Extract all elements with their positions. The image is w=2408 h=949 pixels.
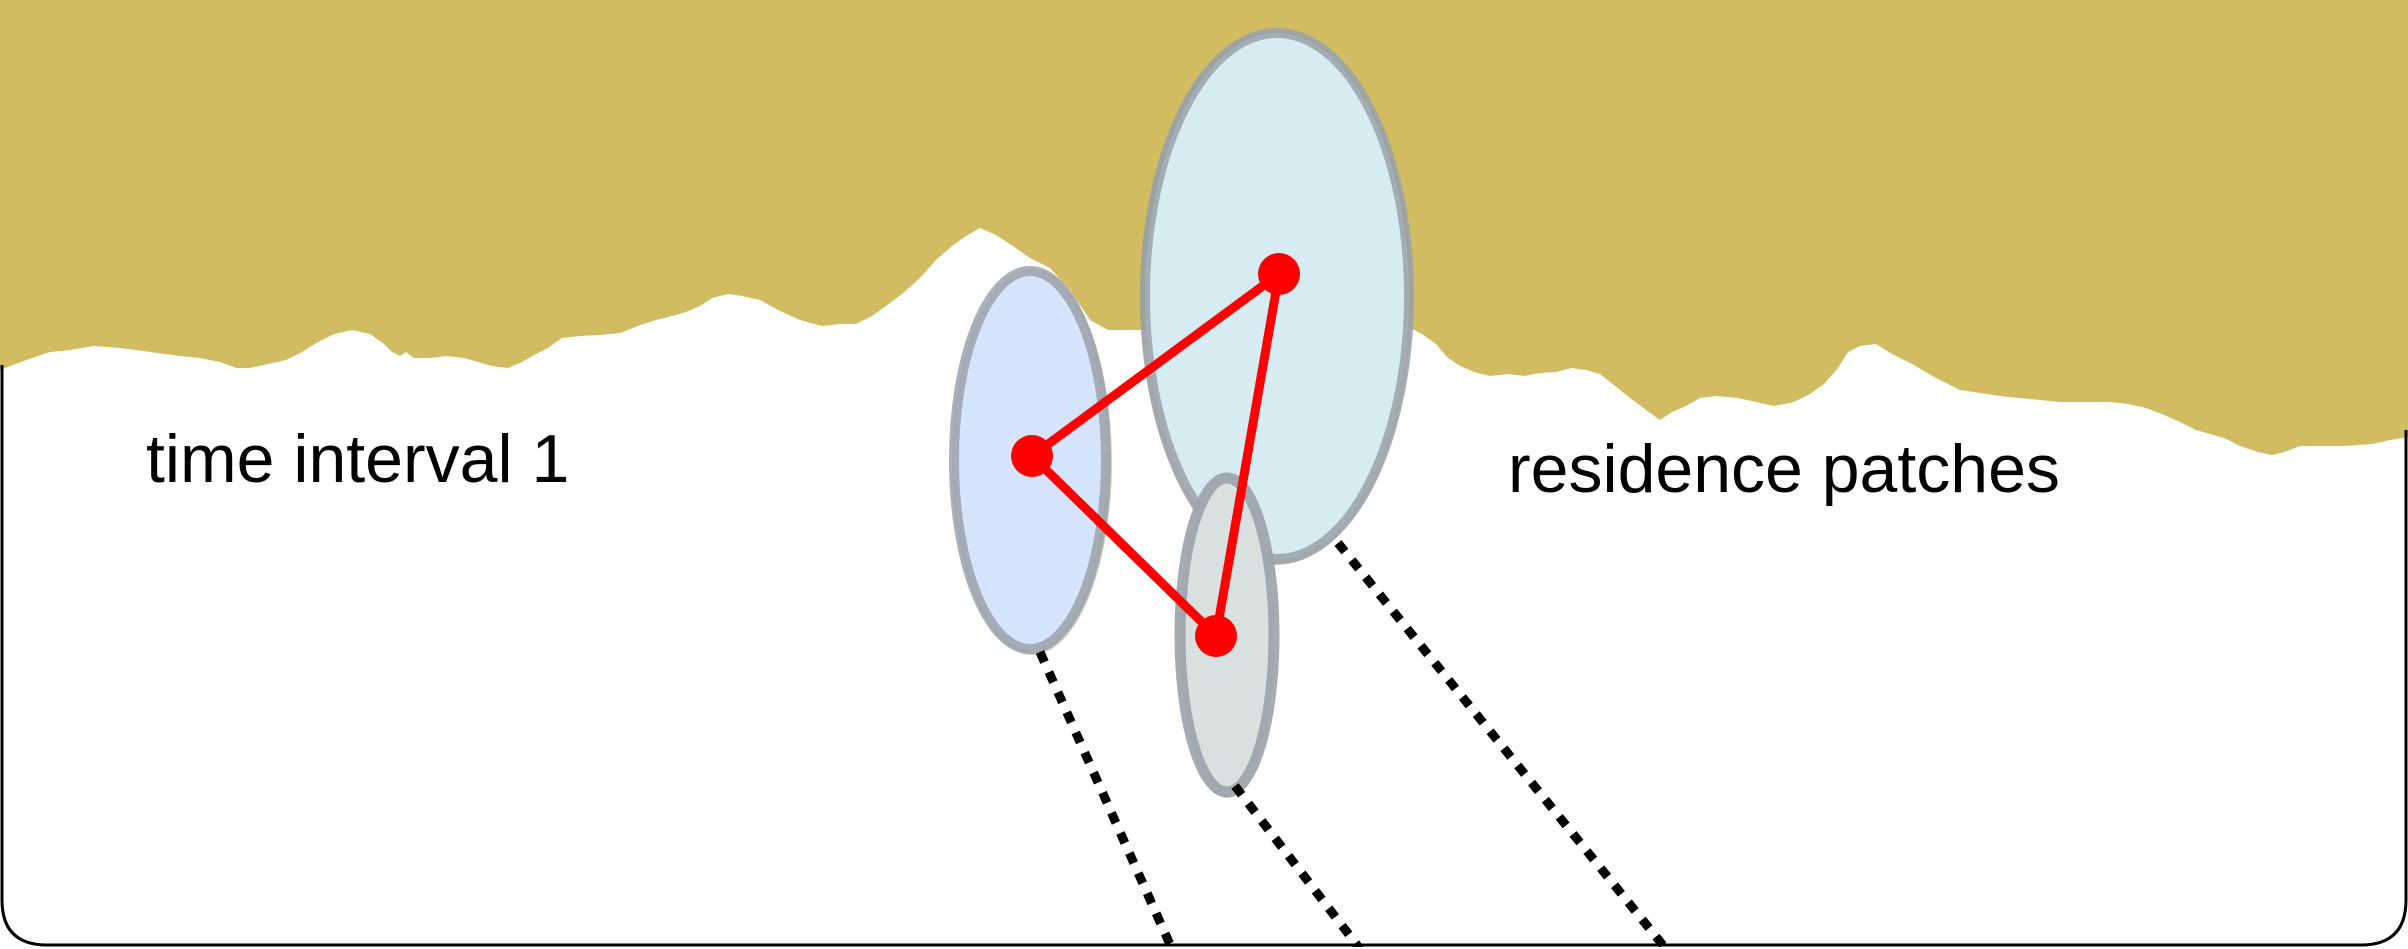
label-residence-patches: residence patches — [1508, 431, 2060, 507]
dotted-connector-left — [1035, 650, 1177, 947]
edge-left-bottom — [1028, 452, 1220, 640]
frame-border — [0, 365, 2408, 947]
dotted-connector-right — [1334, 540, 1670, 947]
label-time-interval: time interval 1 — [146, 421, 569, 497]
edge-left-top — [1029, 270, 1282, 460]
node-bottom — [1195, 615, 1237, 657]
edge-top-bottom — [1211, 273, 1284, 637]
node-left — [1011, 435, 1053, 477]
node-top — [1258, 253, 1300, 295]
dotted-connector-middle — [1231, 783, 1364, 947]
